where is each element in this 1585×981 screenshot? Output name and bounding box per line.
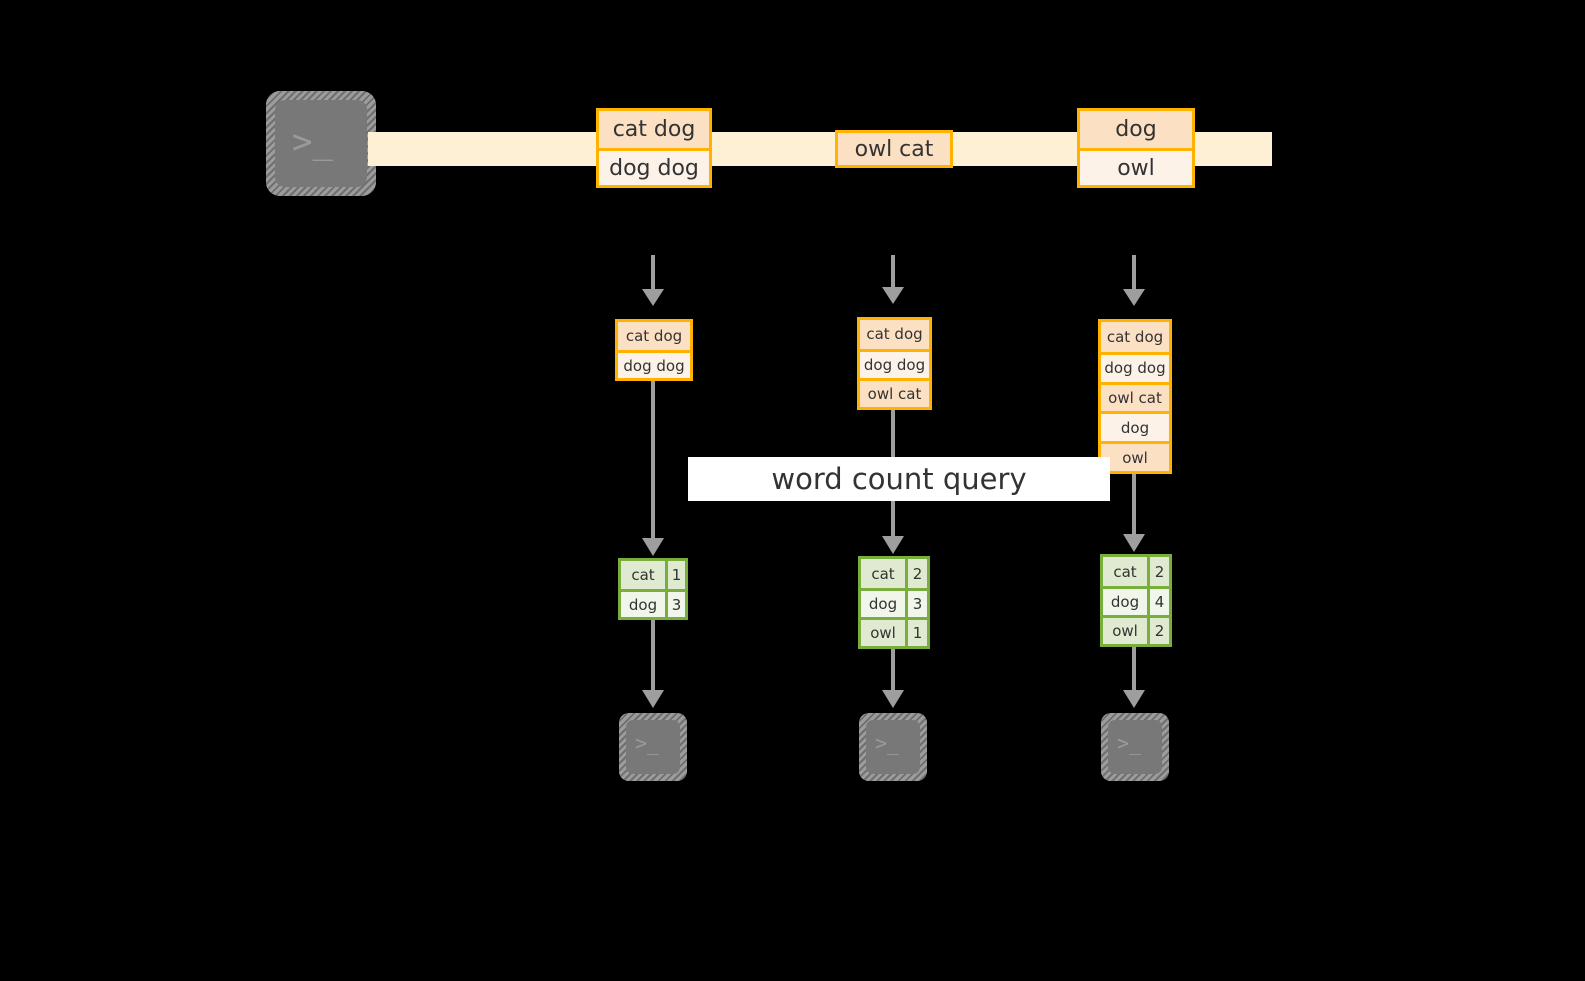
buffer-line: owl cat [1101,381,1169,412]
snapshot-3-sink-arrowhead [1123,690,1145,708]
stream-record-line: owl [1080,148,1192,185]
result-key: dog [628,595,658,614]
result-row: cat 1 [621,561,685,589]
buffer-line: dog [1101,411,1169,442]
stream-record-2: owl cat [835,130,953,168]
snapshot-3-trigger-arrowhead [1123,289,1145,306]
stream-record-1: cat dog dog dog [596,108,712,188]
snapshot-2-sink-terminal-icon: >_ [859,713,927,781]
terminal-prompt-glyph: >_ [1117,731,1142,755]
terminal-prompt-glyph: >_ [875,731,900,755]
snapshot-1-query-arrowhead [642,538,664,556]
terminal-screen [866,720,920,774]
result-count: 4 [1147,589,1169,615]
snapshot-1-trigger-arrowhead [642,289,664,306]
terminal-screen [1108,720,1162,774]
stream-record-line: dog [1080,111,1192,148]
result-key: dog [1110,593,1140,611]
result-key: dog [868,595,898,613]
result-count: 2 [905,559,927,588]
snapshot-1-buffer: cat dog dog dog [615,319,693,381]
buffer-line: cat dog [860,320,929,349]
result-row: owl 2 [1103,615,1169,644]
result-row: cat 2 [861,559,927,588]
result-count: 1 [905,620,927,646]
snapshot-2-trigger-arrowhead [882,287,904,304]
result-count: 2 [1147,557,1169,586]
result-key: cat [871,564,895,583]
buffer-line: dog dog [860,348,929,378]
result-count: 1 [665,561,685,589]
snapshot-3-sink-terminal-icon: >_ [1101,713,1169,781]
snapshot-1-sink-line [651,620,655,692]
snapshot-3-sink-line [1132,647,1136,692]
buffer-line: owl [1101,441,1169,471]
snapshot-1-trigger-line [651,255,655,291]
terminal-prompt-glyph: >_ [292,122,333,162]
result-row: cat 2 [1103,557,1169,586]
snapshot-3-buffer: cat dog dog dog owl cat dog owl [1098,319,1172,474]
snapshot-3-result-table: cat 2 dog 4 owl 2 [1100,554,1172,647]
result-count: 3 [905,591,927,617]
snapshot-1-query-line [651,381,655,540]
buffer-line: owl cat [860,377,929,407]
buffer-line: cat dog [1101,322,1169,352]
query-label: word count query [688,457,1110,501]
result-key: cat [1113,562,1137,581]
snapshot-3-query-line [1132,474,1136,536]
snapshot-2-trigger-line [891,255,895,289]
result-count: 2 [1147,618,1169,644]
snapshot-3-query-arrowhead [1123,534,1145,552]
buffer-line: dog dog [1101,351,1169,382]
snapshot-2-sink-line [891,649,895,692]
stream-record-3: dog owl [1077,108,1195,188]
snapshot-1-result-table: cat 1 dog 3 [618,558,688,620]
result-row: dog 4 [1103,586,1169,615]
stream-record-line: dog dog [599,148,709,185]
snapshot-1-sink-terminal-icon: >_ [619,713,687,781]
snapshot-2-buffer: cat dog dog dog owl cat [857,317,932,410]
snapshot-1-sink-arrowhead [642,690,664,708]
terminal-screen [275,100,367,187]
result-count: 3 [665,592,685,617]
terminal-screen [626,720,680,774]
stream-arrow-head [1237,119,1272,179]
result-row: dog 3 [621,589,685,617]
result-row: owl 1 [861,617,927,646]
buffer-line: dog dog [618,350,690,378]
result-key: owl [1112,622,1138,640]
buffer-line: cat dog [618,322,690,350]
stream-record-line: cat dog [599,111,709,148]
result-key: owl [870,624,896,642]
snapshot-2-result-table: cat 2 dog 3 owl 1 [858,556,930,649]
result-key: cat [631,566,655,584]
terminal-prompt-glyph: >_ [635,731,660,755]
snapshot-2-sink-arrowhead [882,690,904,708]
source-terminal-icon: >_ [266,91,376,196]
snapshot-2-query-arrowhead [882,536,904,554]
stream-record-line: owl cat [838,133,950,165]
result-row: dog 3 [861,588,927,617]
snapshot-3-trigger-line [1132,255,1136,291]
